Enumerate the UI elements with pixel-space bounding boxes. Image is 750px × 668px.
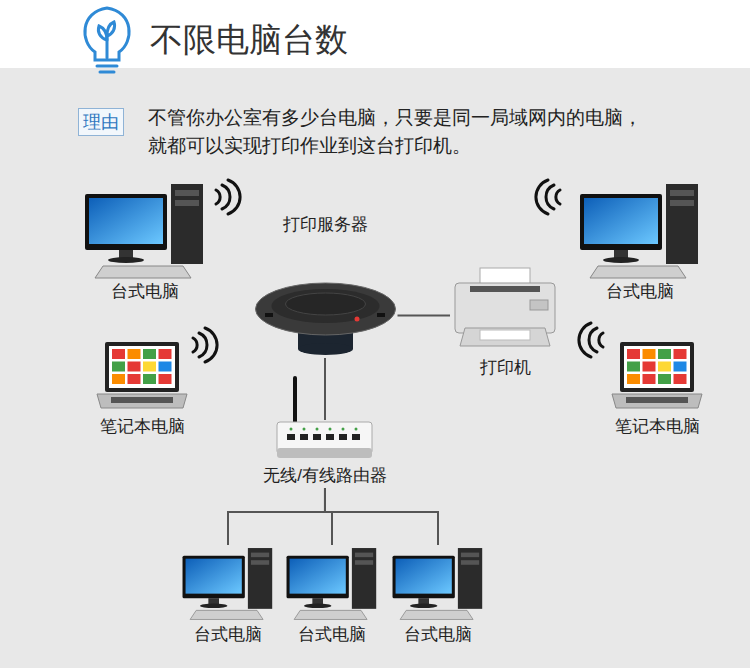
desktop-icon	[578, 180, 703, 280]
device-label: 台式电脑	[404, 623, 472, 647]
reason-text: 不管你办公室有多少台电脑，只要是同一局域网内的电脑，就都可以实现打印作业到这台打…	[148, 104, 653, 160]
router-device: 无线/有线路由器	[263, 420, 387, 488]
desktop-icon	[181, 545, 276, 621]
laptop-device: 笔记本电脑	[97, 340, 187, 439]
desktop-device: 台式电脑	[181, 545, 276, 647]
device-label: 台式电脑	[606, 280, 674, 304]
laptop-device: 笔记本电脑	[612, 340, 702, 439]
network-cable	[325, 488, 332, 545]
printer-icon	[450, 268, 560, 350]
device-label: 无线/有线路由器	[263, 464, 387, 488]
device-label: 台式电脑	[111, 280, 179, 304]
network-cable	[228, 488, 325, 545]
desktop-device: 台式电脑	[83, 180, 208, 304]
network-cable	[325, 488, 438, 545]
network-cable	[324, 358, 326, 420]
desktop-device: 台式电脑	[391, 545, 486, 647]
lightbulb-icon	[85, 8, 129, 72]
desktop-icon	[285, 545, 380, 621]
laptop-icon	[97, 340, 187, 415]
desktop-device: 台式电脑	[285, 545, 380, 647]
gray-panel	[0, 68, 750, 668]
router-icon	[277, 420, 372, 460]
page-title: 不限电脑台数	[150, 18, 348, 63]
desktop-icon	[83, 180, 208, 280]
printer-device: 打印机	[450, 268, 560, 380]
device-label: 打印服务器	[283, 213, 368, 237]
device-label: 台式电脑	[194, 623, 262, 647]
server-device: 打印服务器	[253, 213, 398, 358]
network-cable	[398, 315, 451, 317]
device-label: 笔记本电脑	[100, 415, 185, 439]
laptop-icon	[612, 340, 702, 415]
reason-tag: 理由	[78, 108, 124, 136]
desktop-icon	[391, 545, 486, 621]
device-label: 打印机	[480, 356, 531, 380]
desktop-device: 台式电脑	[578, 180, 703, 304]
device-label: 理由	[83, 110, 119, 134]
server-icon	[253, 273, 398, 358]
device-label: 台式电脑	[298, 623, 366, 647]
wireless-waves	[193, 180, 603, 362]
device-label: 笔记本电脑	[615, 415, 700, 439]
